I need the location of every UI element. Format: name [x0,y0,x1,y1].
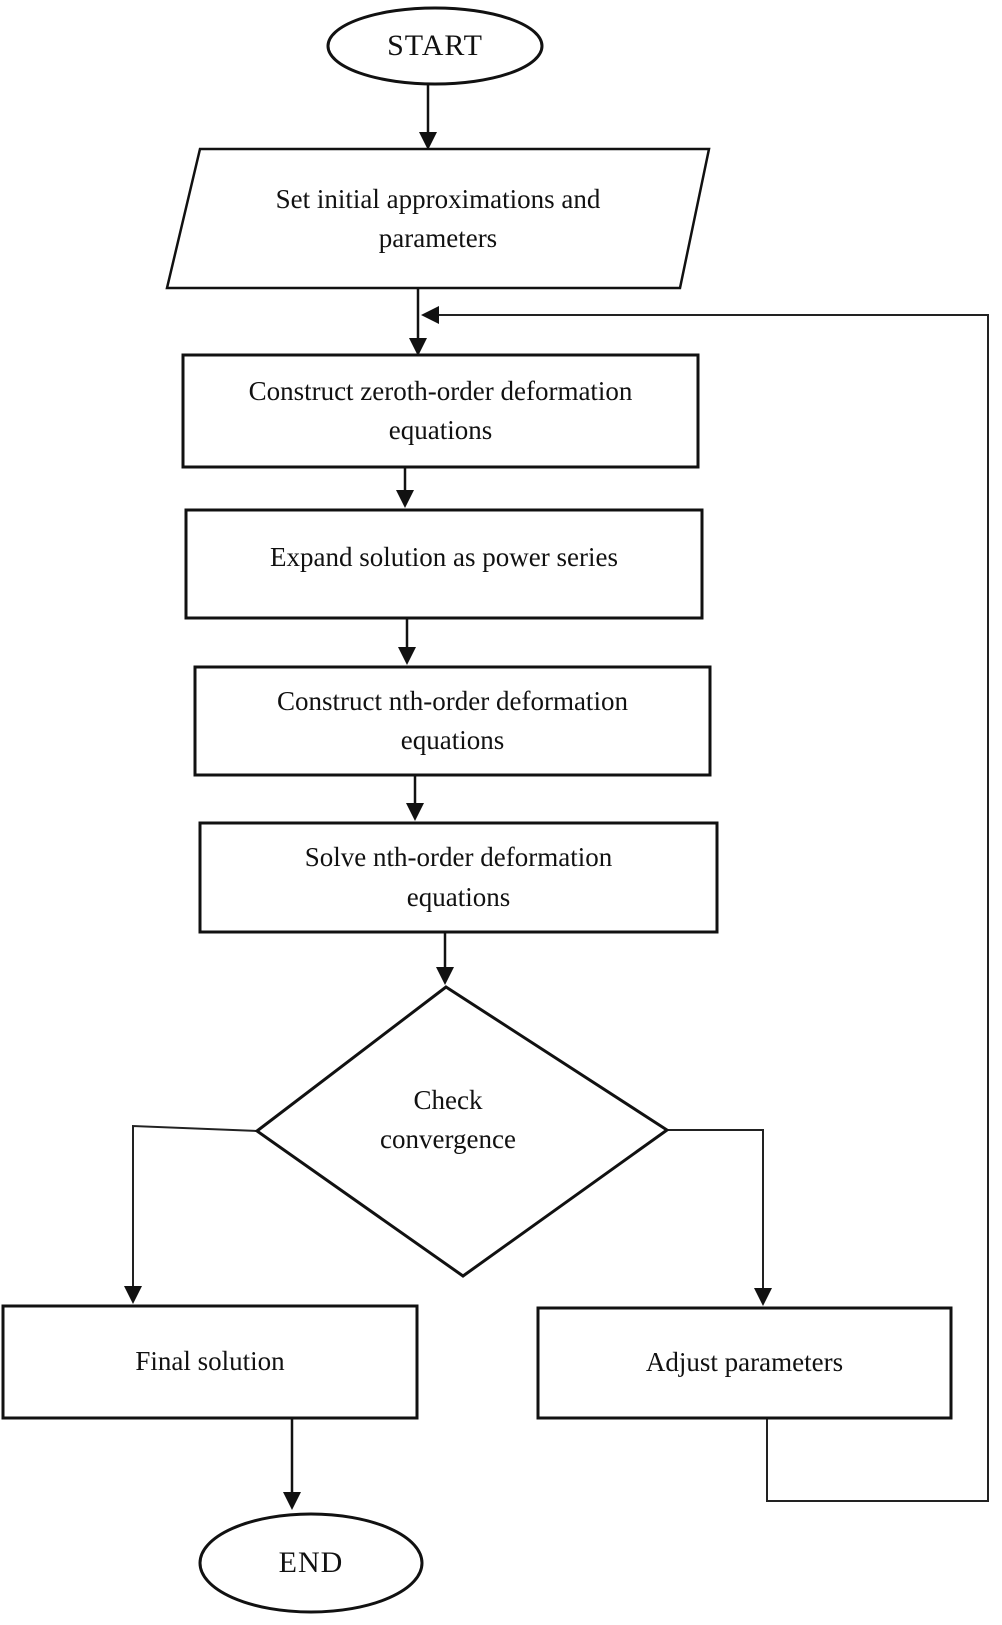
expand-process-shape [184,508,704,620]
edge-start-init-arrowhead-icon [419,132,437,150]
edge-solve-check-arrowhead-icon [436,967,454,985]
edge-expand-nth-arrowhead-icon [398,647,416,665]
edge-nth-solve-arrowhead-icon [406,803,424,821]
solve-process-shape [198,821,719,934]
edge-check-adjust-line [667,1129,764,1292]
end-terminator-shape [198,1512,424,1614]
edge-init-zeroth-arrowhead-icon [409,338,427,356]
edge-zeroth-expand-arrowhead-icon [396,490,414,508]
adjust-process-shape [536,1306,953,1420]
feedback-arrowhead-icon [421,306,439,324]
zeroth-process-shape [181,353,700,469]
edge-final-end-arrowhead-icon [283,1492,301,1510]
final-process-shape [1,1304,419,1420]
init-parallelogram-shape [165,147,711,290]
check-decision-shape [254,985,670,1278]
edge-check-final-line [132,1124,258,1290]
edge-check-final-arrowhead-icon [124,1286,142,1304]
edge-check-adjust-arrowhead-icon [754,1288,772,1306]
nth-process-shape [193,665,712,777]
edge-adjust-feedback-line [437,314,989,1502]
start-terminator-shape [326,6,544,86]
